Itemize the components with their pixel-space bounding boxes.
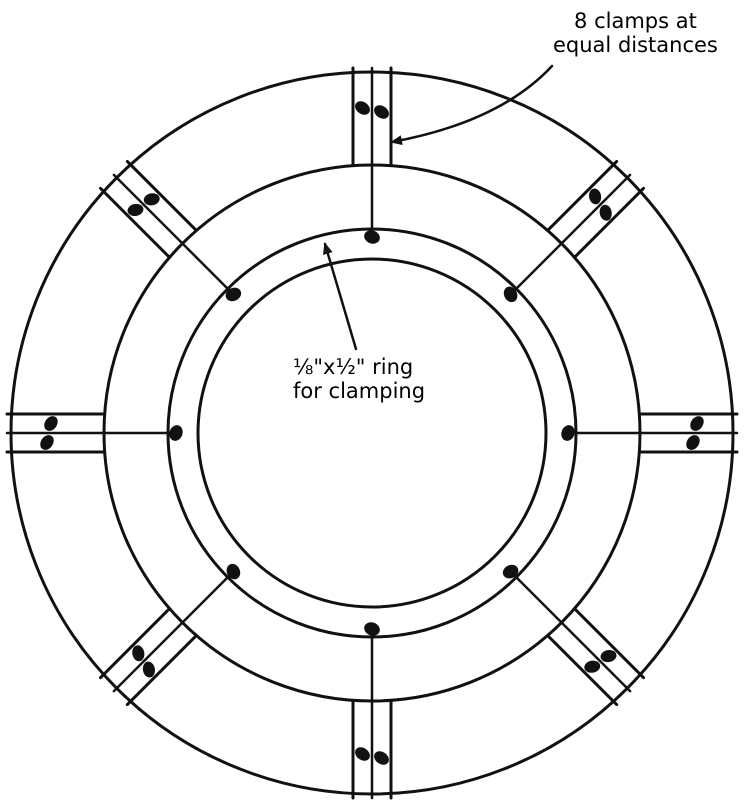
clamp-screw — [40, 435, 54, 450]
clamps-annotation-line-1: 8 clamps at — [574, 9, 697, 33]
clamp-bar-line — [98, 186, 171, 259]
clamp-bar-line — [112, 621, 184, 693]
clamp-screw — [132, 645, 145, 662]
clamp-bolt-line — [510, 571, 563, 624]
clamp-bolt-head — [364, 622, 380, 636]
clamp-screw — [142, 661, 155, 678]
clamp-1 — [351, 66, 393, 244]
clamp-screw — [599, 204, 612, 221]
ring-annotation: ⅛"x½" ring for clamping — [293, 355, 425, 403]
clamp-screw — [690, 416, 704, 431]
clamp-bar-line — [125, 634, 198, 707]
clamp-screw — [44, 416, 58, 431]
clamp-bar-line — [560, 173, 632, 245]
ring-callout-arrow — [323, 242, 358, 351]
clamp-screw — [355, 747, 370, 761]
clamp-bolt-line — [181, 242, 234, 295]
clamp-bolt-head — [502, 564, 519, 579]
clamp-2 — [503, 159, 646, 303]
clamp-bar-line — [546, 159, 619, 232]
clamp-3 — [561, 412, 739, 454]
clamp-bar-line — [560, 621, 632, 693]
clamp-bolt-head — [169, 425, 183, 441]
clamp-4 — [502, 564, 646, 707]
clamp-bar-line — [112, 173, 184, 245]
clamp-bolt-head — [503, 286, 518, 303]
clamps-callout-arrow — [390, 64, 554, 146]
clamp-bolt-head — [226, 563, 241, 580]
clamps-group — [5, 66, 739, 800]
clamp-bar-line — [573, 607, 646, 680]
clamp-bolt-head — [561, 425, 575, 441]
clamps-annotation-line-2: equal distances — [553, 33, 718, 57]
clamp-bar-line — [546, 634, 619, 707]
clamps-annotation: 8 clamps at equal distances — [553, 9, 718, 57]
clamp-bolt-line — [181, 571, 234, 624]
clamp-bar-line — [573, 186, 646, 259]
clamp-bolt-head — [364, 230, 380, 244]
clamp-8 — [98, 159, 242, 302]
clamping-ring-inner-edge — [196, 257, 548, 609]
clamp-screw — [143, 193, 160, 206]
clamp-screw — [374, 105, 389, 119]
clamp-screw — [355, 101, 370, 115]
clamp-screw — [600, 650, 617, 663]
clamp-screw — [374, 751, 389, 765]
clamp-6 — [98, 563, 241, 707]
clamp-5 — [351, 622, 393, 800]
ring-annotation-line-1: ⅛"x½" ring — [293, 355, 414, 379]
clamp-bolt-line — [510, 242, 563, 295]
clamp-screw — [127, 203, 144, 216]
clamp-bar-line — [98, 607, 171, 680]
clamp-screw — [584, 660, 601, 673]
clamp-bolt-head — [225, 287, 242, 302]
clamp-7 — [5, 412, 183, 454]
ring-annotation-line-2: for clamping — [293, 379, 426, 403]
clamp-bar-line — [125, 159, 198, 232]
clamp-screw — [686, 435, 700, 450]
clamp-screw — [589, 188, 602, 205]
